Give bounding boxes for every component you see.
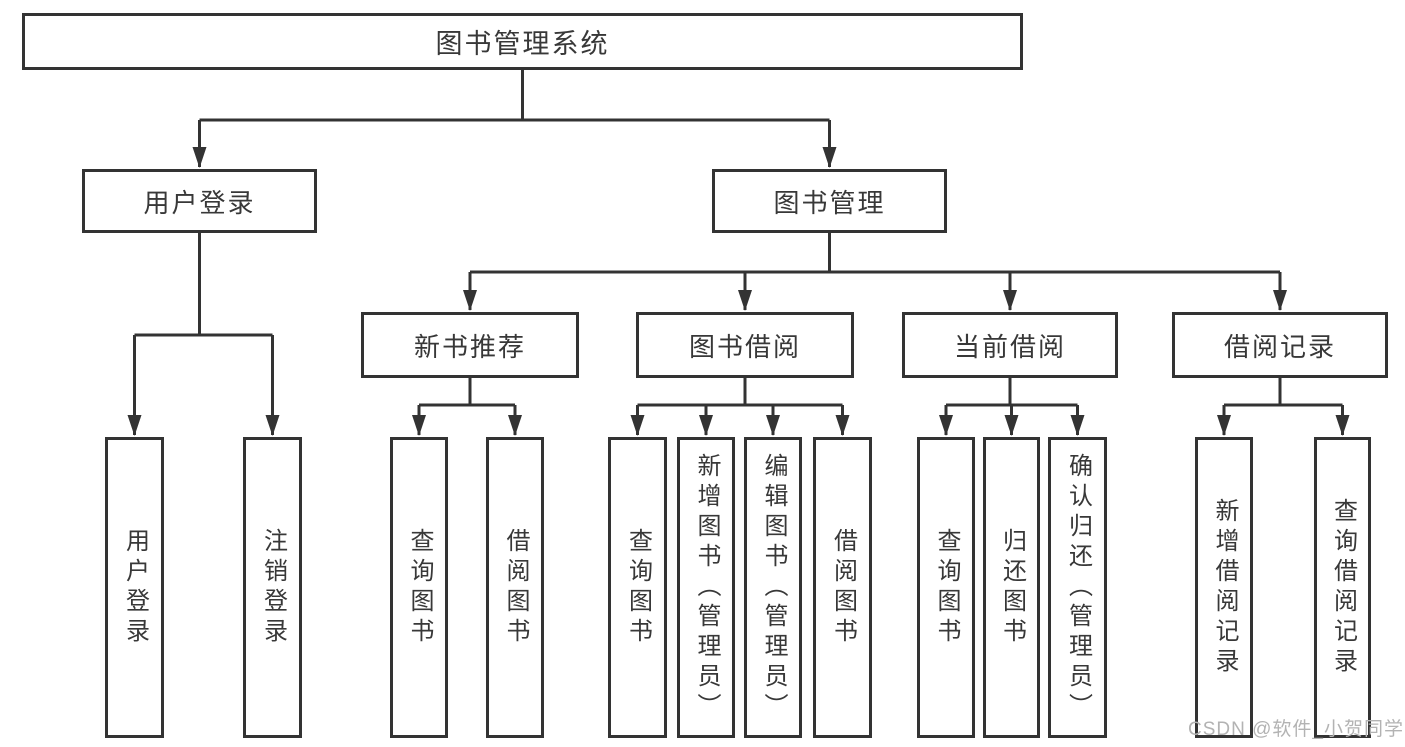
leaf-borrow-books-recommend: 借阅图书 — [486, 437, 544, 738]
node-user-login-branch: 用户登录 — [82, 169, 317, 233]
node-book-management-branch: 图书管理 — [712, 169, 947, 233]
leaf-query-borrow-record: 查询借阅记录 — [1314, 437, 1371, 738]
node-current-borrowing: 当前借阅 — [902, 312, 1118, 378]
leaf-borrow-books: 借阅图书 — [813, 437, 872, 738]
leaf-add-borrow-record: 新增借阅记录 — [1195, 437, 1253, 738]
leaf-return-books: 归还图书 — [983, 437, 1040, 738]
node-borrow-records: 借阅记录 — [1172, 312, 1388, 378]
leaf-add-books-admin: 新增图书（管理员） — [677, 437, 735, 738]
csdn-watermark: CSDN @软件_小贺同学 — [1188, 719, 1404, 740]
node-new-book-recommendation: 新书推荐 — [361, 312, 579, 378]
leaf-query-books-recommend: 查询图书 — [390, 437, 448, 738]
leaf-query-books-current: 查询图书 — [917, 437, 975, 738]
node-library-management-system: 图书管理系统 — [22, 13, 1023, 70]
leaf-edit-books-admin: 编辑图书（管理员） — [744, 437, 802, 738]
node-book-borrowing: 图书借阅 — [636, 312, 854, 378]
leaf-confirm-return-admin: 确认归还（管理员） — [1048, 437, 1107, 738]
leaf-logout: 注销登录 — [243, 437, 302, 738]
leaf-user-login: 用户登录 — [105, 437, 164, 738]
leaf-query-books-borrowing: 查询图书 — [608, 437, 667, 738]
